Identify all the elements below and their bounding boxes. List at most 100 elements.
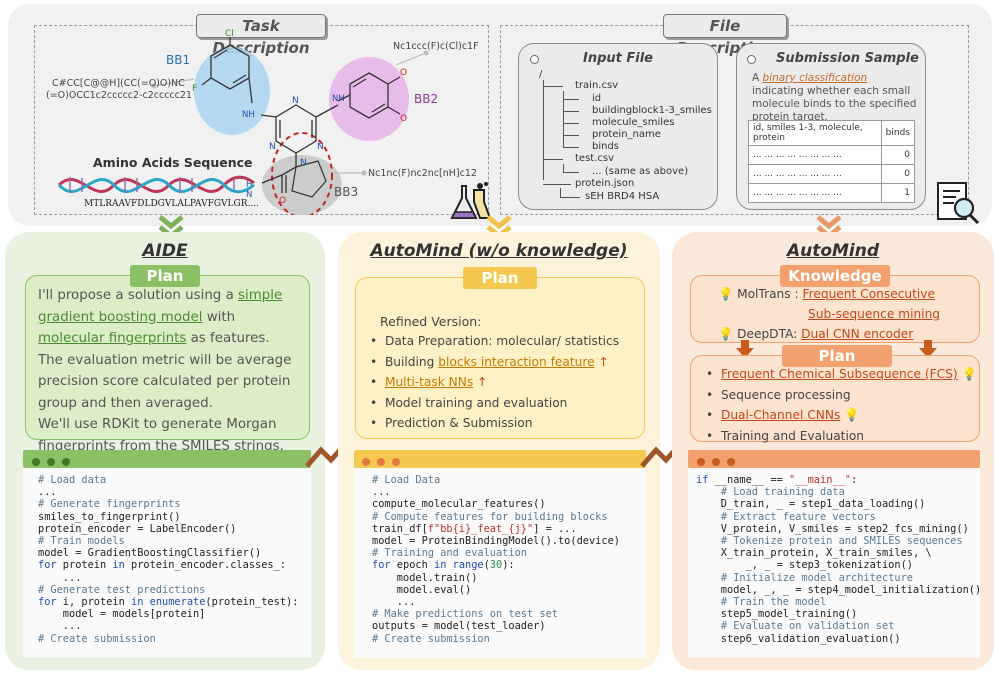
multi-task-nns-link: Multi-task NNs bbox=[384, 375, 474, 389]
file-description-tab: File Description bbox=[663, 14, 787, 57]
amino-acids-label: Amino Acids Sequence bbox=[93, 155, 253, 170]
automind-code-header bbox=[688, 450, 980, 468]
table-row: ... ... ... ... ... ... ... ... 1 bbox=[748, 183, 916, 203]
list-item: • Sequence processing bbox=[706, 387, 851, 402]
bulb-icon: 💡 bbox=[718, 287, 734, 301]
list-item: • Dual-Channel CNNs 💡 bbox=[706, 408, 860, 422]
fcs-link: Frequent Chemical Subsequence (FCS) bbox=[720, 367, 958, 381]
list-item: • Model training and evaluation bbox=[370, 395, 568, 410]
automind-title: AutoMind bbox=[786, 241, 880, 261]
tree-binds: binds bbox=[592, 141, 620, 152]
nok-refined-label: Refined Version: bbox=[380, 314, 482, 329]
simple-gradient-boosting-link: simple gradient boosting model bbox=[38, 288, 283, 325]
list-item: • Training and Evaluation bbox=[706, 428, 865, 443]
down-arrow-icon-right bbox=[919, 340, 937, 358]
bb1-highlight bbox=[194, 47, 270, 135]
input-file-title: Input File bbox=[583, 51, 654, 66]
tree-same-as-above: ... (same as above) bbox=[592, 166, 689, 177]
nok-code-header bbox=[354, 450, 646, 468]
nok-code-bg bbox=[354, 468, 646, 658]
atom-n-1: N bbox=[292, 96, 299, 106]
atom-f-1: F bbox=[192, 84, 197, 94]
deepdta-link: Dual CNN encoder bbox=[801, 327, 914, 341]
table-cell: 0 bbox=[880, 145, 916, 165]
table-cell: ... ... ... ... ... ... ... ... bbox=[748, 183, 882, 203]
smiles-bb1-line2: (=O)OCC1c2ccccc2-c2ccccc21 bbox=[46, 90, 192, 101]
nok-title: AutoMind (w/o knowledge) bbox=[370, 241, 628, 261]
table-row: ... ... ... ... ... ... ... ... 0 bbox=[748, 145, 916, 165]
aide-code-bg bbox=[23, 468, 311, 658]
atom-o-1: O bbox=[400, 68, 407, 78]
submission-dot bbox=[747, 55, 756, 64]
bb3-label: BB3 bbox=[334, 185, 359, 199]
knowledge-tag: Knowledge bbox=[780, 265, 890, 287]
atom-n-2: N bbox=[269, 142, 276, 152]
dual-channel-cnns-link: Dual-Channel CNNs bbox=[720, 408, 841, 422]
task-description-tab: Task Description bbox=[196, 14, 326, 57]
bb2-label: BB2 bbox=[414, 92, 439, 106]
list-item: • Multi-task NNs ↑ bbox=[370, 375, 488, 389]
tree-proteins: sEH BRD4 HSA bbox=[585, 191, 660, 202]
smiles-bb3: Nc1nc(F)nc2nc[nH]c12 bbox=[368, 168, 477, 179]
bulb-icon: 💡 bbox=[961, 367, 977, 381]
down-arrow-icon-left bbox=[736, 340, 754, 358]
tree-id: id bbox=[592, 93, 602, 104]
atom-nh-2: NH bbox=[332, 94, 345, 104]
aide-title: AIDE bbox=[142, 241, 188, 261]
tree-protein-name: protein_name bbox=[592, 129, 661, 140]
table-cell: 0 bbox=[880, 164, 916, 184]
atom-o-2: O bbox=[400, 114, 407, 124]
table-row: ... ... ... ... ... ... ... ... 0 bbox=[748, 164, 916, 184]
submission-table: id, smiles 1-3, molecule, protein binds … bbox=[748, 120, 916, 203]
table-header-row: id, smiles 1-3, molecule, protein binds bbox=[748, 120, 916, 146]
moltrans-link-b: Sub-sequence mining bbox=[808, 307, 941, 321]
automind-window-dots bbox=[697, 451, 742, 470]
automind-code: if __name__ == "__main__": # Load traini… bbox=[696, 474, 982, 645]
automind-bullet-list: • Frequent Chemical Subsequence (FCS) 💡 … bbox=[706, 364, 978, 446]
tree-molecule-smiles: molecule_smiles bbox=[592, 117, 675, 128]
atom-cl: Cl bbox=[225, 29, 234, 39]
automind-code-bg bbox=[688, 468, 980, 658]
bb2-highlight bbox=[329, 57, 409, 141]
tree-buildingblock: buildingblock1-3_smiles bbox=[592, 105, 712, 116]
smiles-bb2: Nc1ccc(F)c(Cl)c1F bbox=[393, 41, 479, 52]
aide-plan-rdkit: We'll use RDKit to generate Morgan finge… bbox=[38, 417, 284, 454]
atom-n-4: N bbox=[300, 158, 307, 168]
molecule-illustration: Cl F NH N N N NH O O N O H N bbox=[57, 29, 429, 215]
nok-window-dots bbox=[362, 451, 407, 470]
aide-plan-metric: The evaluation metric will be average pr… bbox=[38, 352, 292, 411]
tree-root: / bbox=[539, 69, 543, 80]
table-cell: ... ... ... ... ... ... ... ... bbox=[748, 145, 882, 165]
automind-plan-tag: Plan bbox=[782, 345, 892, 367]
knowledge-list: 💡 MolTrans : Frequent Consecutive Sub-se… bbox=[718, 287, 941, 341]
submission-title: Submission Sample bbox=[776, 51, 919, 66]
bulb-icon: 💡 bbox=[844, 408, 860, 422]
table-cell: 1 bbox=[880, 183, 916, 203]
submission-description: A binary classification indicating wheth… bbox=[752, 72, 917, 123]
bb1-label: BB1 bbox=[166, 53, 191, 67]
tree-train-csv: train.csv bbox=[575, 80, 619, 91]
blocks-interaction-feature-link: blocks interaction feature bbox=[438, 354, 595, 369]
document-search-icon bbox=[937, 182, 980, 225]
list-item: • Data Preparation: molecular/ statistic… bbox=[370, 334, 620, 348]
nok-bullet-list: • Data Preparation: molecular/ statistic… bbox=[370, 331, 640, 434]
dna-helix-icon bbox=[57, 175, 255, 194]
table-header-cell: id, smiles 1-3, molecule, protein bbox=[748, 120, 882, 146]
bulb-icon: 💡 bbox=[718, 327, 734, 341]
aide-window-dots bbox=[32, 451, 77, 470]
input-file-card bbox=[518, 43, 718, 210]
list-item: • Building blocks interaction feature ↑ bbox=[370, 354, 609, 369]
aide-plan-box bbox=[25, 275, 310, 440]
input-file-dot bbox=[530, 55, 539, 64]
list-item: • Prediction & Submission bbox=[370, 416, 533, 430]
automind-plan-box bbox=[690, 355, 980, 442]
atom-n-5: N bbox=[246, 190, 252, 200]
atom-o-3: O bbox=[279, 196, 286, 206]
amino-acids-sequence: MTLRAAVFDLDGVLALPAVFGVLGR.... bbox=[84, 199, 259, 209]
smiles-bb1-line1: C#CC[C@@H](CC(=O)O)NC bbox=[52, 78, 185, 89]
tree-protein-json: protein.json bbox=[575, 178, 635, 189]
aide-plan-tag: Plan bbox=[130, 265, 200, 287]
bb3-dashed-circle bbox=[271, 132, 333, 215]
nok-code: # Load Data ... compute_molecular_featur… bbox=[372, 474, 620, 645]
atom-h: H bbox=[246, 180, 252, 190]
